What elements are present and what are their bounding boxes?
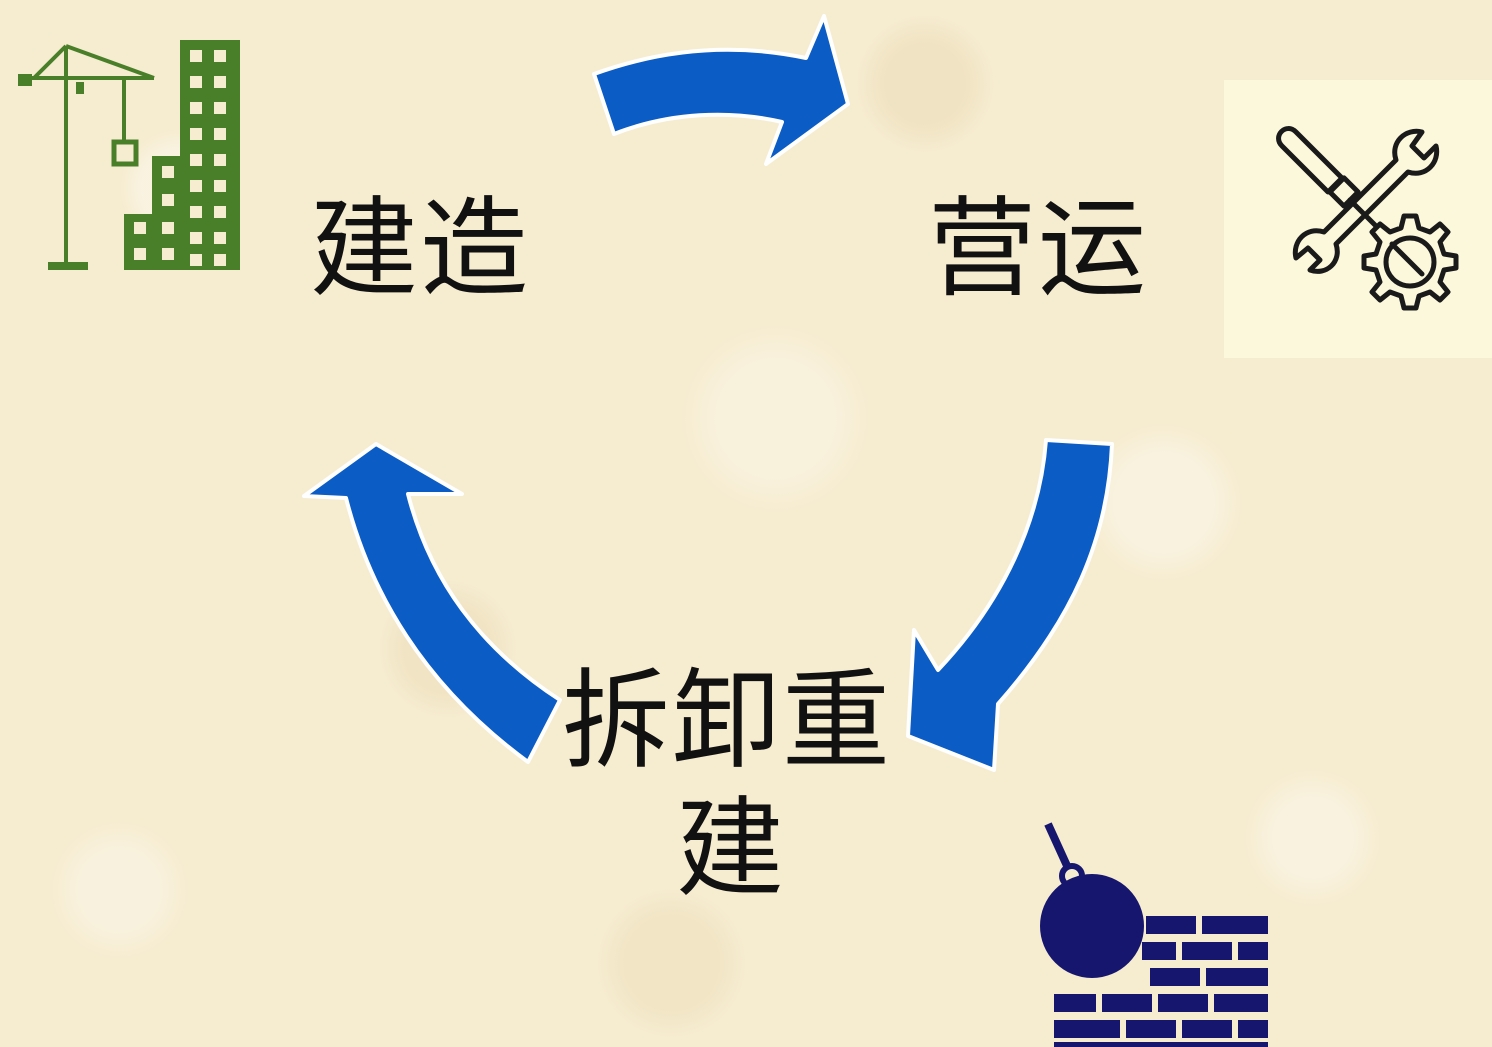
stage-label-demolish-line1: 拆卸重 <box>562 659 893 784</box>
arrow-demolish-to-build <box>302 442 562 764</box>
arrow-build-to-operate <box>592 14 850 166</box>
crane-building-icon <box>14 38 246 274</box>
stage-label-operate: 营运 <box>928 187 1149 312</box>
wrench-screwdriver-gear-icon <box>1264 120 1464 320</box>
tools-panel <box>1224 80 1492 358</box>
stage-label-build: 建造 <box>310 187 531 312</box>
stage-label-demolish-line2: 建 <box>676 787 785 912</box>
wrecking-ball-wall-icon <box>1034 820 1274 1047</box>
arrow-operate-to-demolish <box>906 438 1114 772</box>
